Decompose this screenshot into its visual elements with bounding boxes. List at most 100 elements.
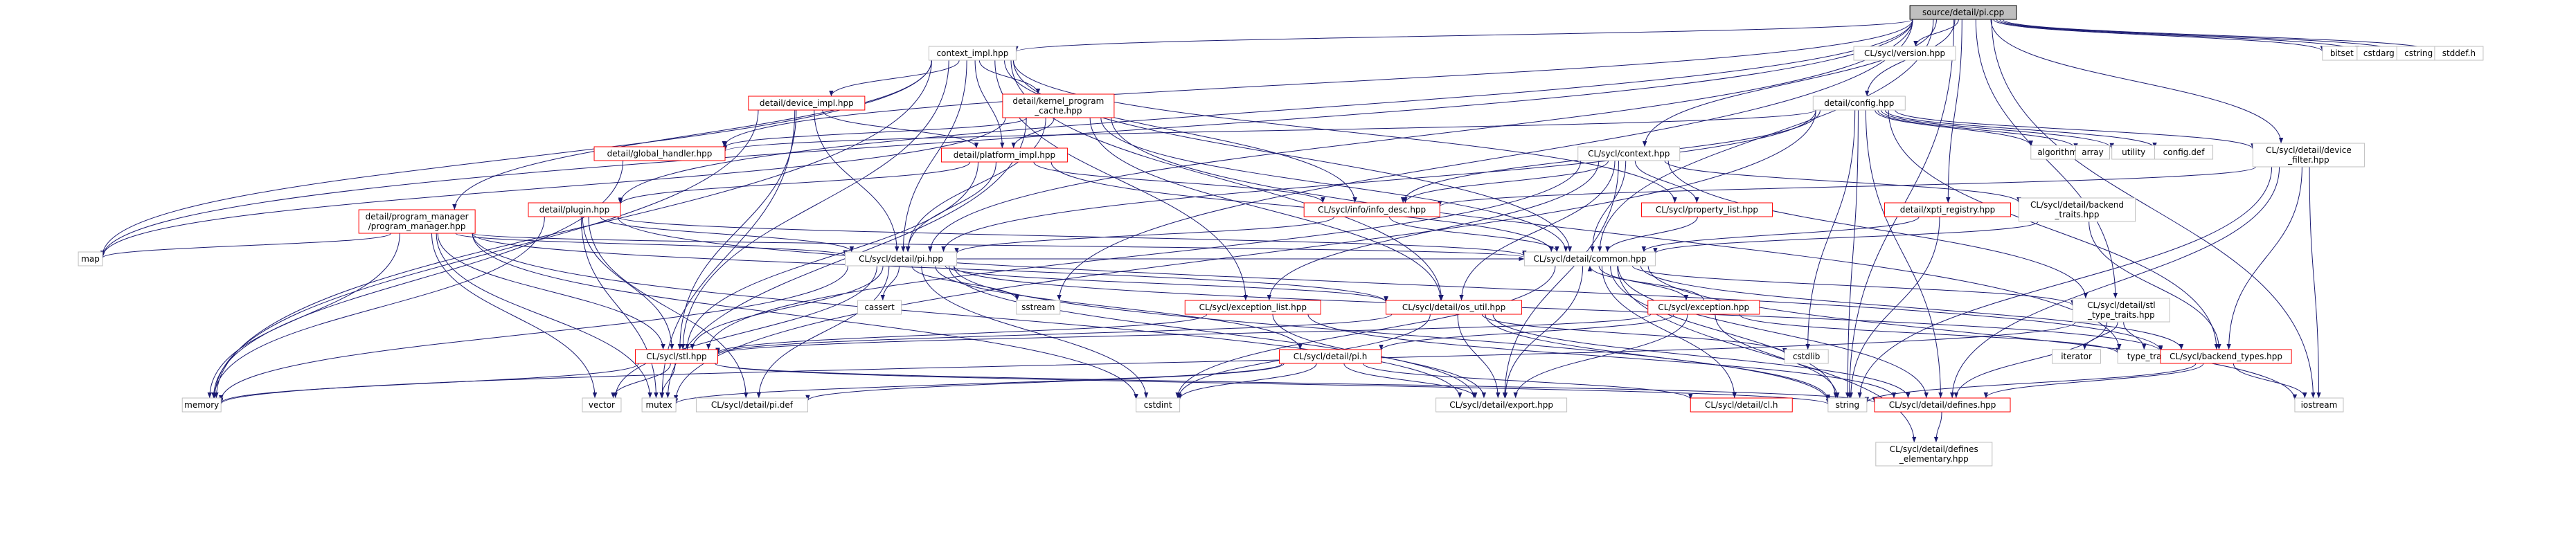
node-label: bitset: [2330, 48, 2354, 58]
graph-node-iostream[interactable]: iostream: [2294, 397, 2344, 413]
graph-node-xpti-registry[interactable]: detail/xpti_registry.hpp: [1884, 202, 2012, 217]
graph-node-iterator[interactable]: iterator: [2052, 349, 2102, 364]
graph-node-memory[interactable]: memory: [181, 397, 222, 413]
graph-node-sstream[interactable]: sstream: [1016, 300, 1061, 315]
edge-program-manager-to-export: [472, 233, 1463, 399]
graph-node-device-impl[interactable]: detail/device_impl.hpp: [748, 96, 866, 111]
edge-xpti-registry-to-string: [1848, 216, 1940, 399]
edge-info-desc-to-common: [1388, 216, 1559, 253]
edge-detail-pi-hpp-to-cstdint: [921, 265, 1149, 399]
edge-platform-impl-to-stl: [685, 161, 979, 350]
edge-common-to-stl-type-traits: [1631, 265, 2075, 307]
graph-node-stl-type-traits[interactable]: CL/sycl/detail/stl_type_traits.hpp: [2072, 298, 2170, 323]
edge-exception-to-string: [1715, 314, 1840, 399]
node-label: cstring: [2404, 48, 2433, 58]
edge-exception-to-common: [1587, 265, 1704, 301]
graph-node-global-handler[interactable]: detail/global_handler.hpp: [593, 146, 726, 161]
graph-node-cstdint[interactable]: cstdint: [1136, 397, 1181, 413]
graph-node-defines[interactable]: CL/sycl/detail/defines.hpp: [1874, 397, 2011, 413]
node-box: [1279, 349, 1382, 364]
graph-node-mutex[interactable]: mutex: [641, 397, 677, 413]
edge-kernel-program-cache-to-map: [100, 117, 1006, 258]
graph-node-export[interactable]: CL/sycl/detail/export.hpp: [1435, 397, 1568, 413]
edge-plugin-to-memory: [212, 216, 545, 399]
edge-context-hpp-to-common: [1590, 160, 1627, 253]
node-box: [1827, 397, 1868, 413]
node-box: [1016, 300, 1061, 315]
node-box: [857, 300, 902, 315]
graph-node-common[interactable]: CL/sycl/detail/common.hpp: [1523, 251, 1656, 267]
graph-node-program-manager[interactable]: detail/program_manager/program_manager.h…: [358, 209, 476, 234]
graph-node-info-desc[interactable]: CL/sycl/info/info_desc.hpp: [1303, 202, 1440, 217]
node-label: _cache.hpp: [1034, 106, 1082, 116]
node-label: CL/sycl/exception.hpp: [1658, 302, 1749, 312]
graph-node-plugin[interactable]: detail/plugin.hpp: [528, 202, 621, 217]
graph-node-cstring[interactable]: cstring: [2396, 46, 2441, 61]
node-label: CL/sycl/detail/defines.hpp: [1889, 400, 1996, 410]
edge-stl-type-traits-to-defines: [1953, 321, 2108, 399]
graph-node-pi-def[interactable]: CL/sycl/detail/pi.def: [695, 397, 808, 413]
graph-node-context-impl[interactable]: context_impl.hpp: [928, 46, 1017, 61]
graph-node-bitset[interactable]: bitset: [2322, 46, 2362, 61]
graph-node-defines-elementary[interactable]: CL/sycl/detail/defines_elementary.hpp: [1875, 442, 1993, 467]
graph-node-detail-pi-h[interactable]: CL/sycl/detail/pi.h: [1279, 349, 1382, 364]
graph-node-stl[interactable]: CL/sycl/stl.hpp: [634, 349, 718, 364]
graph-node-version[interactable]: CL/sycl/version.hpp: [1853, 46, 1956, 61]
edge-info-desc-to-detail-pi-hpp: [954, 216, 1335, 254]
graph-node-cstdarg[interactable]: cstdarg: [2356, 46, 2401, 61]
node-box: [940, 147, 1068, 163]
edge-config-to-device-filter: [1895, 109, 2255, 150]
graph-node-cstdlib[interactable]: cstdlib: [1784, 349, 1829, 364]
node-label: cassert: [864, 302, 895, 312]
edge-device-filter-to-defines: [1949, 166, 2280, 399]
node-box: [748, 96, 866, 111]
edge-detail-pi-hpp-to-cassert: [880, 265, 900, 301]
graph-node-config[interactable]: detail/config.hpp: [1812, 96, 1906, 111]
graph-node-utility[interactable]: utility: [2111, 145, 2156, 160]
graph-node-os-util[interactable]: CL/sycl/detail/os_util.hpp: [1386, 300, 1523, 315]
graph-node-platform-impl[interactable]: detail/platform_impl.hpp: [940, 147, 1068, 163]
edge-stl-to-vector: [611, 363, 671, 399]
edge-pi-cpp-to-global-handler: [722, 19, 1913, 147]
node-box: [1874, 397, 2011, 413]
node-box: [1136, 397, 1181, 413]
edge-context-hpp-to-stl: [706, 160, 1582, 350]
graph-node-exception[interactable]: CL/sycl/exception.hpp: [1647, 300, 1760, 315]
graph-node-config-def[interactable]: config.def: [2154, 145, 2214, 160]
node-box: [1812, 96, 1906, 111]
graph-node-vector[interactable]: vector: [582, 397, 622, 413]
graph-node-backend-types[interactable]: CL/sycl/backend_types.hpp: [2160, 349, 2292, 364]
node-box: [695, 397, 808, 413]
graph-node-property-list[interactable]: CL/sycl/property_list.hpp: [1640, 202, 1773, 217]
node-label: stddef.h: [2442, 48, 2476, 58]
edge-detail-pi-hpp-to-detail-pi-h: [935, 265, 1303, 350]
graph-node-stddef[interactable]: stddef.h: [2434, 46, 2484, 61]
graph-node-string[interactable]: string: [1827, 397, 1868, 413]
edge-pi-cpp-to-cstdarg: [1996, 19, 2359, 52]
graph-node-backend-traits[interactable]: CL/sycl/detail/backend_traits.hpp: [2018, 197, 2136, 222]
edge-device-filter-to-iostream: [2309, 166, 2321, 399]
graph-node-context-hpp[interactable]: CL/sycl/context.hpp: [1577, 146, 1681, 161]
graph-node-cassert[interactable]: cassert: [857, 300, 902, 315]
edge-config-to-config-def: [1884, 109, 2157, 149]
graph-node-exception-list[interactable]: CL/sycl/exception_list.hpp: [1184, 300, 1321, 315]
graph-node-map[interactable]: map: [78, 251, 103, 267]
edge-detail-pi-hpp-to-os-util: [945, 265, 1388, 302]
node-box: [1853, 46, 1956, 61]
node-label: _type_traits.hpp: [2087, 310, 2155, 320]
edge-context-impl-to-stl: [680, 60, 949, 350]
edge-kernel-program-cache-to-platform-impl: [1011, 117, 1055, 149]
graph-node-device-filter[interactable]: CL/sycl/detail/device_filter.hpp: [2252, 143, 2365, 168]
node-label: iostream: [2301, 400, 2338, 410]
graph-node-cl-h[interactable]: CL/sycl/detail/cl.h: [1690, 397, 1793, 413]
node-box: [1690, 397, 1793, 413]
graph-node-array[interactable]: array: [2075, 145, 2111, 160]
node-label: CL/sycl/detail/common.hpp: [1533, 254, 1646, 264]
edge-config-to-mutex: [673, 109, 1816, 401]
edge-detail-pi-hpp-to-string: [954, 265, 1830, 402]
graph-node-algorithm[interactable]: algorithm: [2030, 145, 2085, 160]
graph-node-detail-pi-hpp[interactable]: CL/sycl/detail/pi.hpp: [845, 251, 958, 267]
node-box: [1386, 300, 1523, 315]
graph-node-kernel-program-cache[interactable]: detail/kernel_program_cache.hpp: [1002, 93, 1115, 118]
node-box: [1647, 300, 1760, 315]
